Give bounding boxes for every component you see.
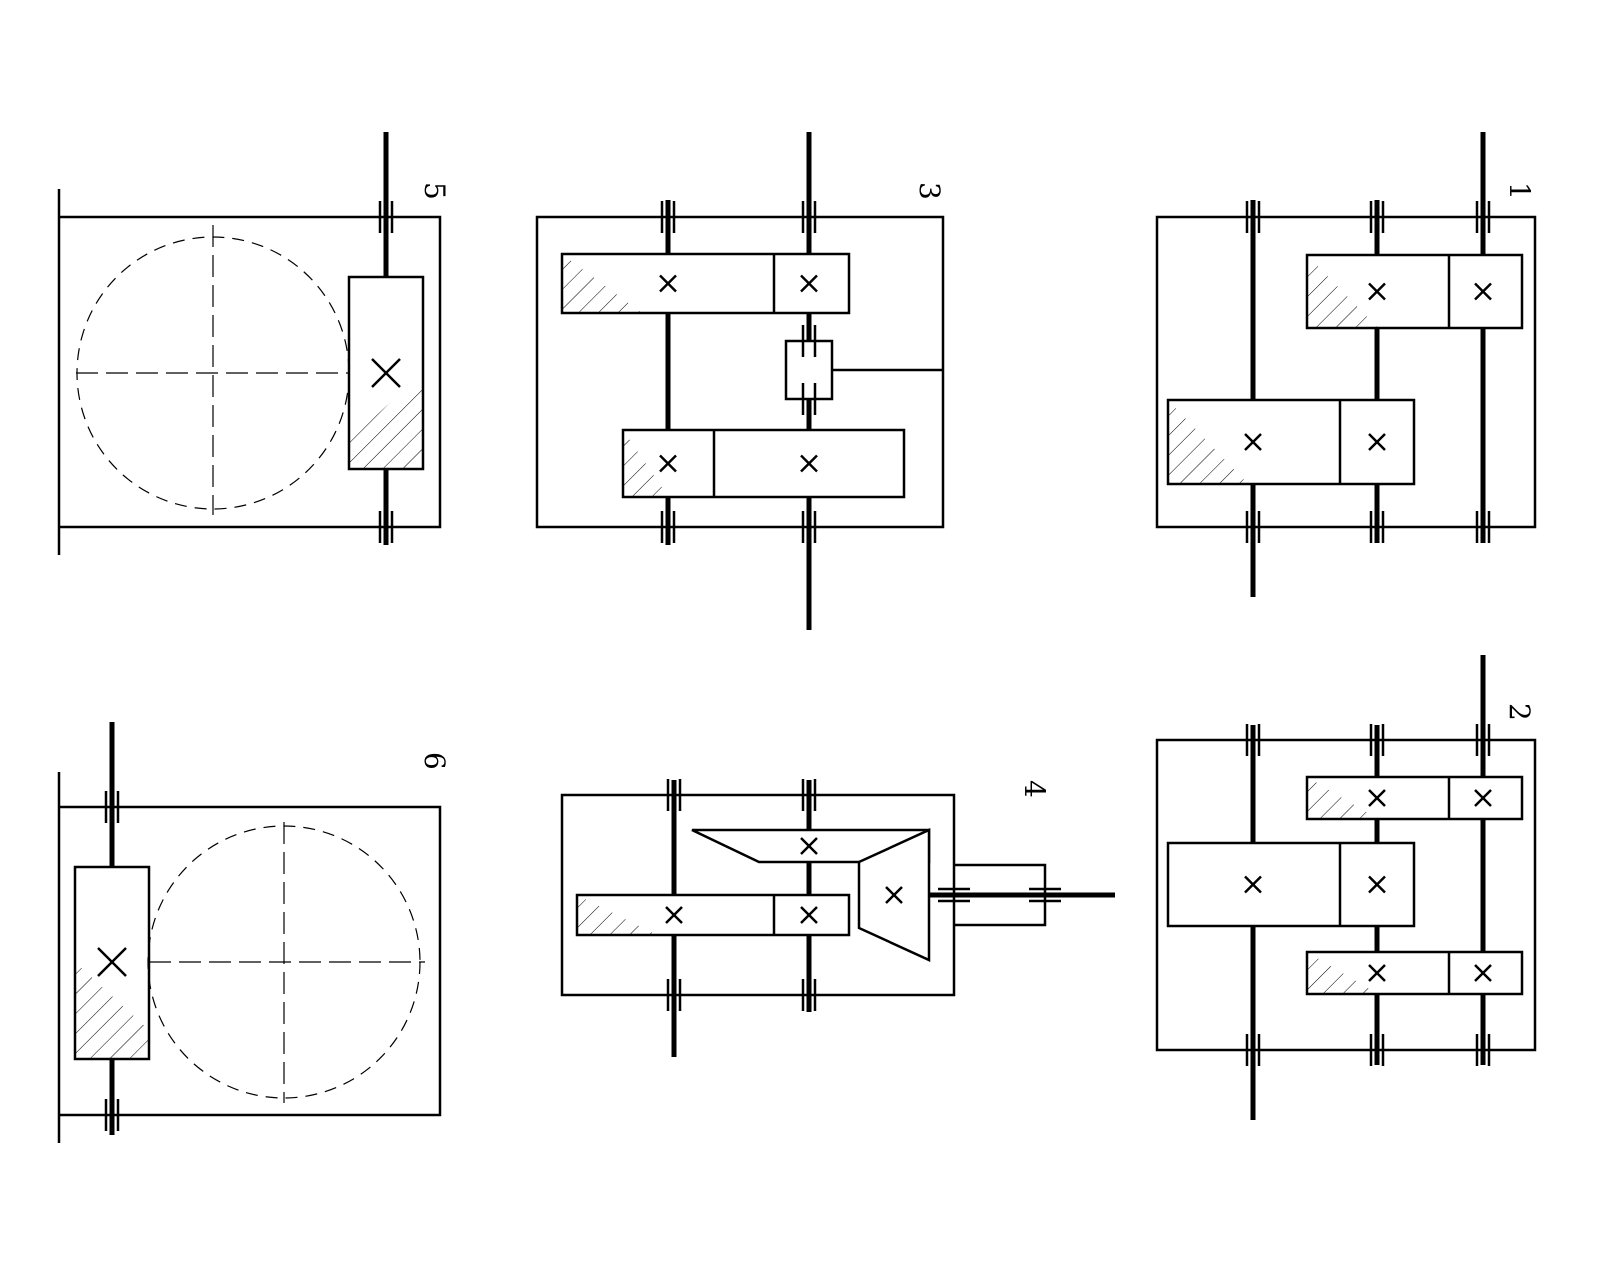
scheme-label-3: 3: [913, 182, 946, 200]
gear-cross: [800, 274, 818, 293]
scheme-4: [560, 779, 1115, 1057]
gear-cross: [1368, 964, 1386, 982]
gear-block: [621, 428, 906, 499]
gear-cross: [1368, 282, 1386, 301]
gear-hatch: [1307, 952, 1378, 994]
gear-cross: [800, 454, 818, 473]
housing-frame: [59, 805, 442, 1117]
scheme-layer: [57, 132, 1537, 1143]
gear-hatch: [562, 254, 642, 313]
worm-hatch: [75, 962, 149, 1059]
gear-cross: [1368, 875, 1386, 894]
gear-cross: [659, 454, 677, 473]
scheme-1: [1155, 132, 1537, 597]
scheme-label-2: 2: [1503, 703, 1536, 721]
scheme-2: [1155, 655, 1537, 1120]
gear-cross: [1244, 875, 1262, 894]
gear-cross: [659, 274, 677, 293]
scheme-label-5: 5: [418, 182, 451, 200]
housing-frame: [1155, 215, 1537, 529]
scheme-3: [535, 132, 945, 630]
gear-hatch: [623, 430, 669, 497]
bearing-bracket: [954, 863, 1047, 927]
housing-frame: [1155, 738, 1537, 1052]
scheme-label-1: 1: [1503, 182, 1536, 200]
worm-hatch: [349, 373, 423, 469]
gear-hatch: [1307, 777, 1378, 819]
gear-hatch: [1168, 400, 1248, 484]
gear-cross: [1474, 789, 1492, 807]
scheme-label-4: 4: [1018, 780, 1051, 798]
gear-cross: [1244, 433, 1262, 451]
scheme-label-6: 6: [418, 752, 451, 770]
gear-cross: [1368, 433, 1386, 451]
gear-cross: [800, 837, 818, 855]
gear-block: [1166, 841, 1416, 928]
gear-cross: [97, 947, 127, 977]
scheme-6: [57, 722, 442, 1143]
gear-cross: [1474, 282, 1492, 301]
gear-cross: [665, 906, 683, 924]
gear-hatch: [577, 895, 657, 935]
gear-cross: [885, 886, 903, 904]
housing-frame: [535, 215, 945, 529]
gear-cross: [371, 358, 401, 388]
scheme-5: [57, 132, 442, 555]
gear-hatch: [1307, 255, 1378, 328]
gear-cross: [1474, 964, 1492, 982]
housing-frame: [59, 215, 442, 529]
gear-cross: [800, 906, 818, 924]
gear-block: [1305, 253, 1524, 330]
gear-cross: [1368, 789, 1386, 807]
coupling-body: [784, 339, 834, 401]
